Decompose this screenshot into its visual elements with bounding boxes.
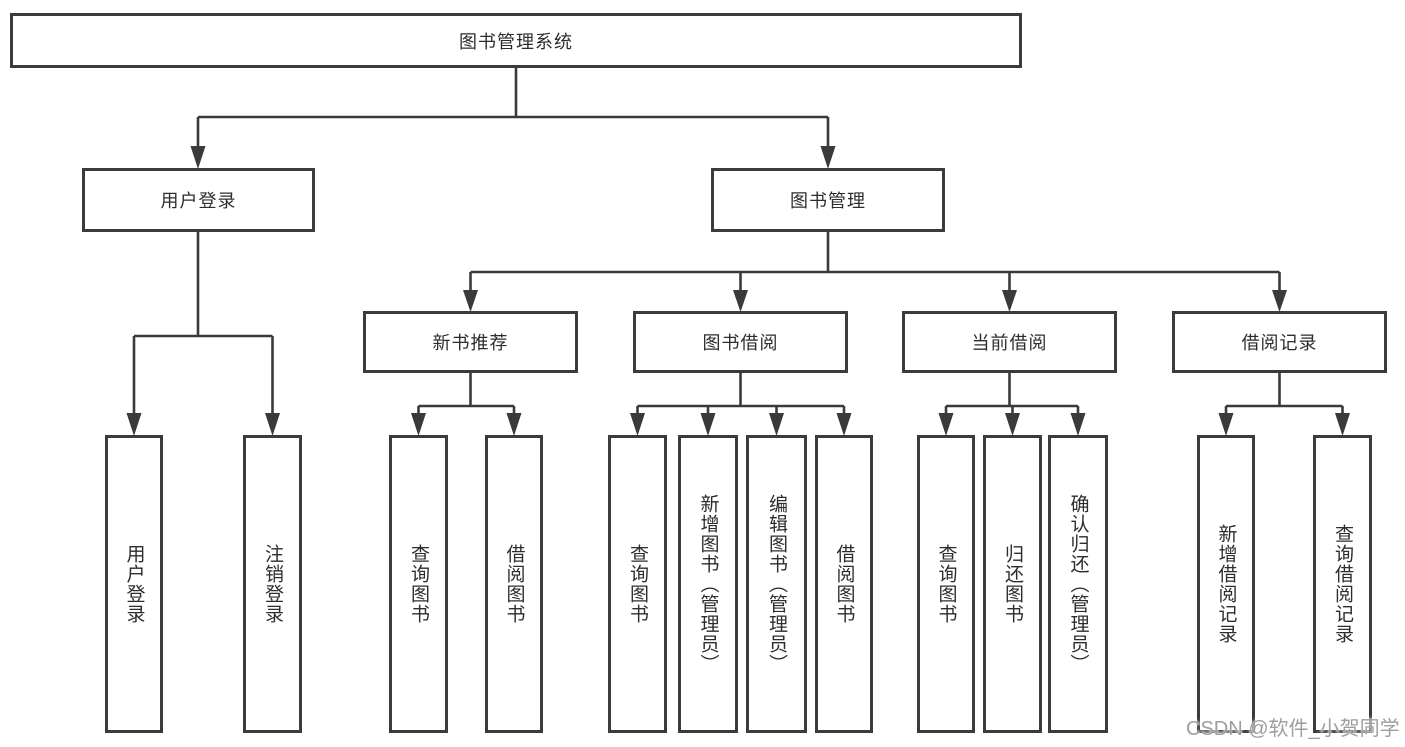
node-borrowing-records-label: 借阅记录 xyxy=(1241,333,1318,353)
leaf-logout: 注销登录 xyxy=(243,435,302,733)
leaf-borrow-books-2: 借阅图书 xyxy=(815,435,873,733)
leaf-logout-label: 注销登录 xyxy=(262,544,283,624)
leaf-return-books: 归还图书 xyxy=(983,435,1042,733)
node-book-management-label: 图书管理 xyxy=(790,191,866,211)
leaf-query-books-3-label: 查询图书 xyxy=(935,544,957,624)
node-library-system: 图书管理系统 xyxy=(10,13,1022,68)
leaf-user-login: 用户登录 xyxy=(105,435,163,733)
leaf-query-books-2-label: 查询图书 xyxy=(627,544,648,624)
leaf-query-borrow-record: 查询借阅记录 xyxy=(1313,435,1372,733)
leaf-query-books-1-label: 查询图书 xyxy=(408,544,429,624)
node-new-book-recommend: 新书推荐 xyxy=(363,311,578,373)
leaf-add-borrow-record: 新增借阅记录 xyxy=(1197,435,1255,733)
node-current-borrowing-label: 当前借阅 xyxy=(971,333,1048,353)
node-book-borrowing-label: 图书借阅 xyxy=(702,333,779,353)
leaf-borrow-books-1-label: 借阅图书 xyxy=(503,544,525,624)
leaf-confirm-return-admin-label: 确认归还（管理员） xyxy=(1067,494,1089,674)
leaf-edit-book-admin-label: 编辑图书（管理员） xyxy=(766,494,787,674)
leaf-confirm-return-admin: 确认归还（管理员） xyxy=(1048,435,1108,733)
node-library-system-label: 图书管理系统 xyxy=(459,31,573,52)
leaf-edit-book-admin: 编辑图书（管理员） xyxy=(746,435,807,733)
leaf-query-books-1: 查询图书 xyxy=(389,435,448,733)
node-new-book-recommend-label: 新书推荐 xyxy=(432,333,509,353)
watermark: CSDN @软件_小贺同学 xyxy=(1186,718,1400,740)
node-current-borrowing: 当前借阅 xyxy=(902,311,1117,373)
leaf-return-books-label: 归还图书 xyxy=(1002,544,1023,624)
leaf-query-borrow-record-label: 查询借阅记录 xyxy=(1332,524,1353,644)
leaf-add-book-admin: 新增图书（管理员） xyxy=(678,435,738,733)
node-user-login-label: 用户登录 xyxy=(160,191,237,211)
leaf-add-borrow-record-label: 新增借阅记录 xyxy=(1215,524,1237,644)
leaf-user-login-label: 用户登录 xyxy=(123,544,145,624)
leaf-borrow-books-2-label: 借阅图书 xyxy=(833,544,855,624)
leaf-query-books-3: 查询图书 xyxy=(917,435,975,733)
node-book-borrowing: 图书借阅 xyxy=(633,311,848,373)
leaf-borrow-books-1: 借阅图书 xyxy=(485,435,543,733)
node-user-login: 用户登录 xyxy=(82,168,315,232)
leaf-query-books-2: 查询图书 xyxy=(608,435,667,733)
node-book-management: 图书管理 xyxy=(711,168,945,232)
node-borrowing-records: 借阅记录 xyxy=(1172,311,1387,373)
leaf-add-book-admin-label: 新增图书（管理员） xyxy=(697,494,719,674)
